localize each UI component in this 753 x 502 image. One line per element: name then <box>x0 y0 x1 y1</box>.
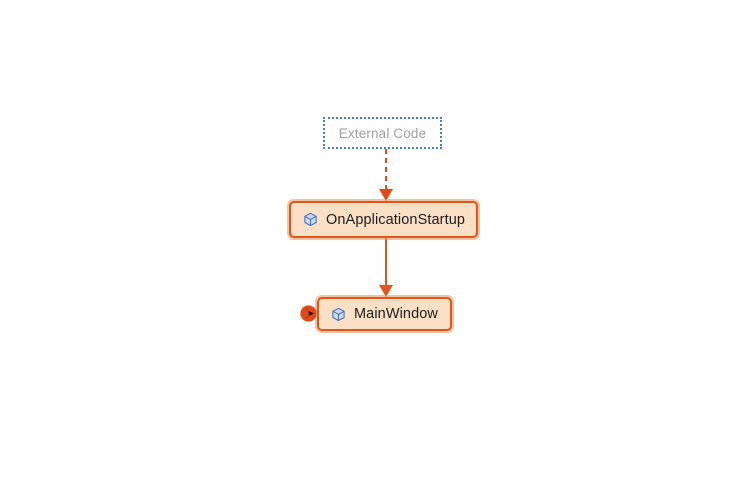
method-cube-icon <box>304 212 317 227</box>
current-statement-marker-icon[interactable] <box>299 304 318 323</box>
node-on-application-startup-label: OnApplicationStartup <box>326 211 466 228</box>
node-on-application-startup[interactable]: OnApplicationStartup <box>289 201 478 238</box>
edge-external-to-startup <box>379 149 393 201</box>
edge-arrowhead-solid <box>379 285 393 297</box>
node-external-code-label: External Code <box>338 125 427 141</box>
node-main-window[interactable]: MainWindow <box>317 297 452 331</box>
edge-arrowhead-dashed <box>379 189 393 201</box>
node-main-window-label: MainWindow <box>354 306 438 322</box>
method-cube-icon <box>332 307 345 321</box>
node-external-code[interactable]: External Code <box>323 117 442 149</box>
edge-startup-to-mainwindow <box>379 238 393 297</box>
